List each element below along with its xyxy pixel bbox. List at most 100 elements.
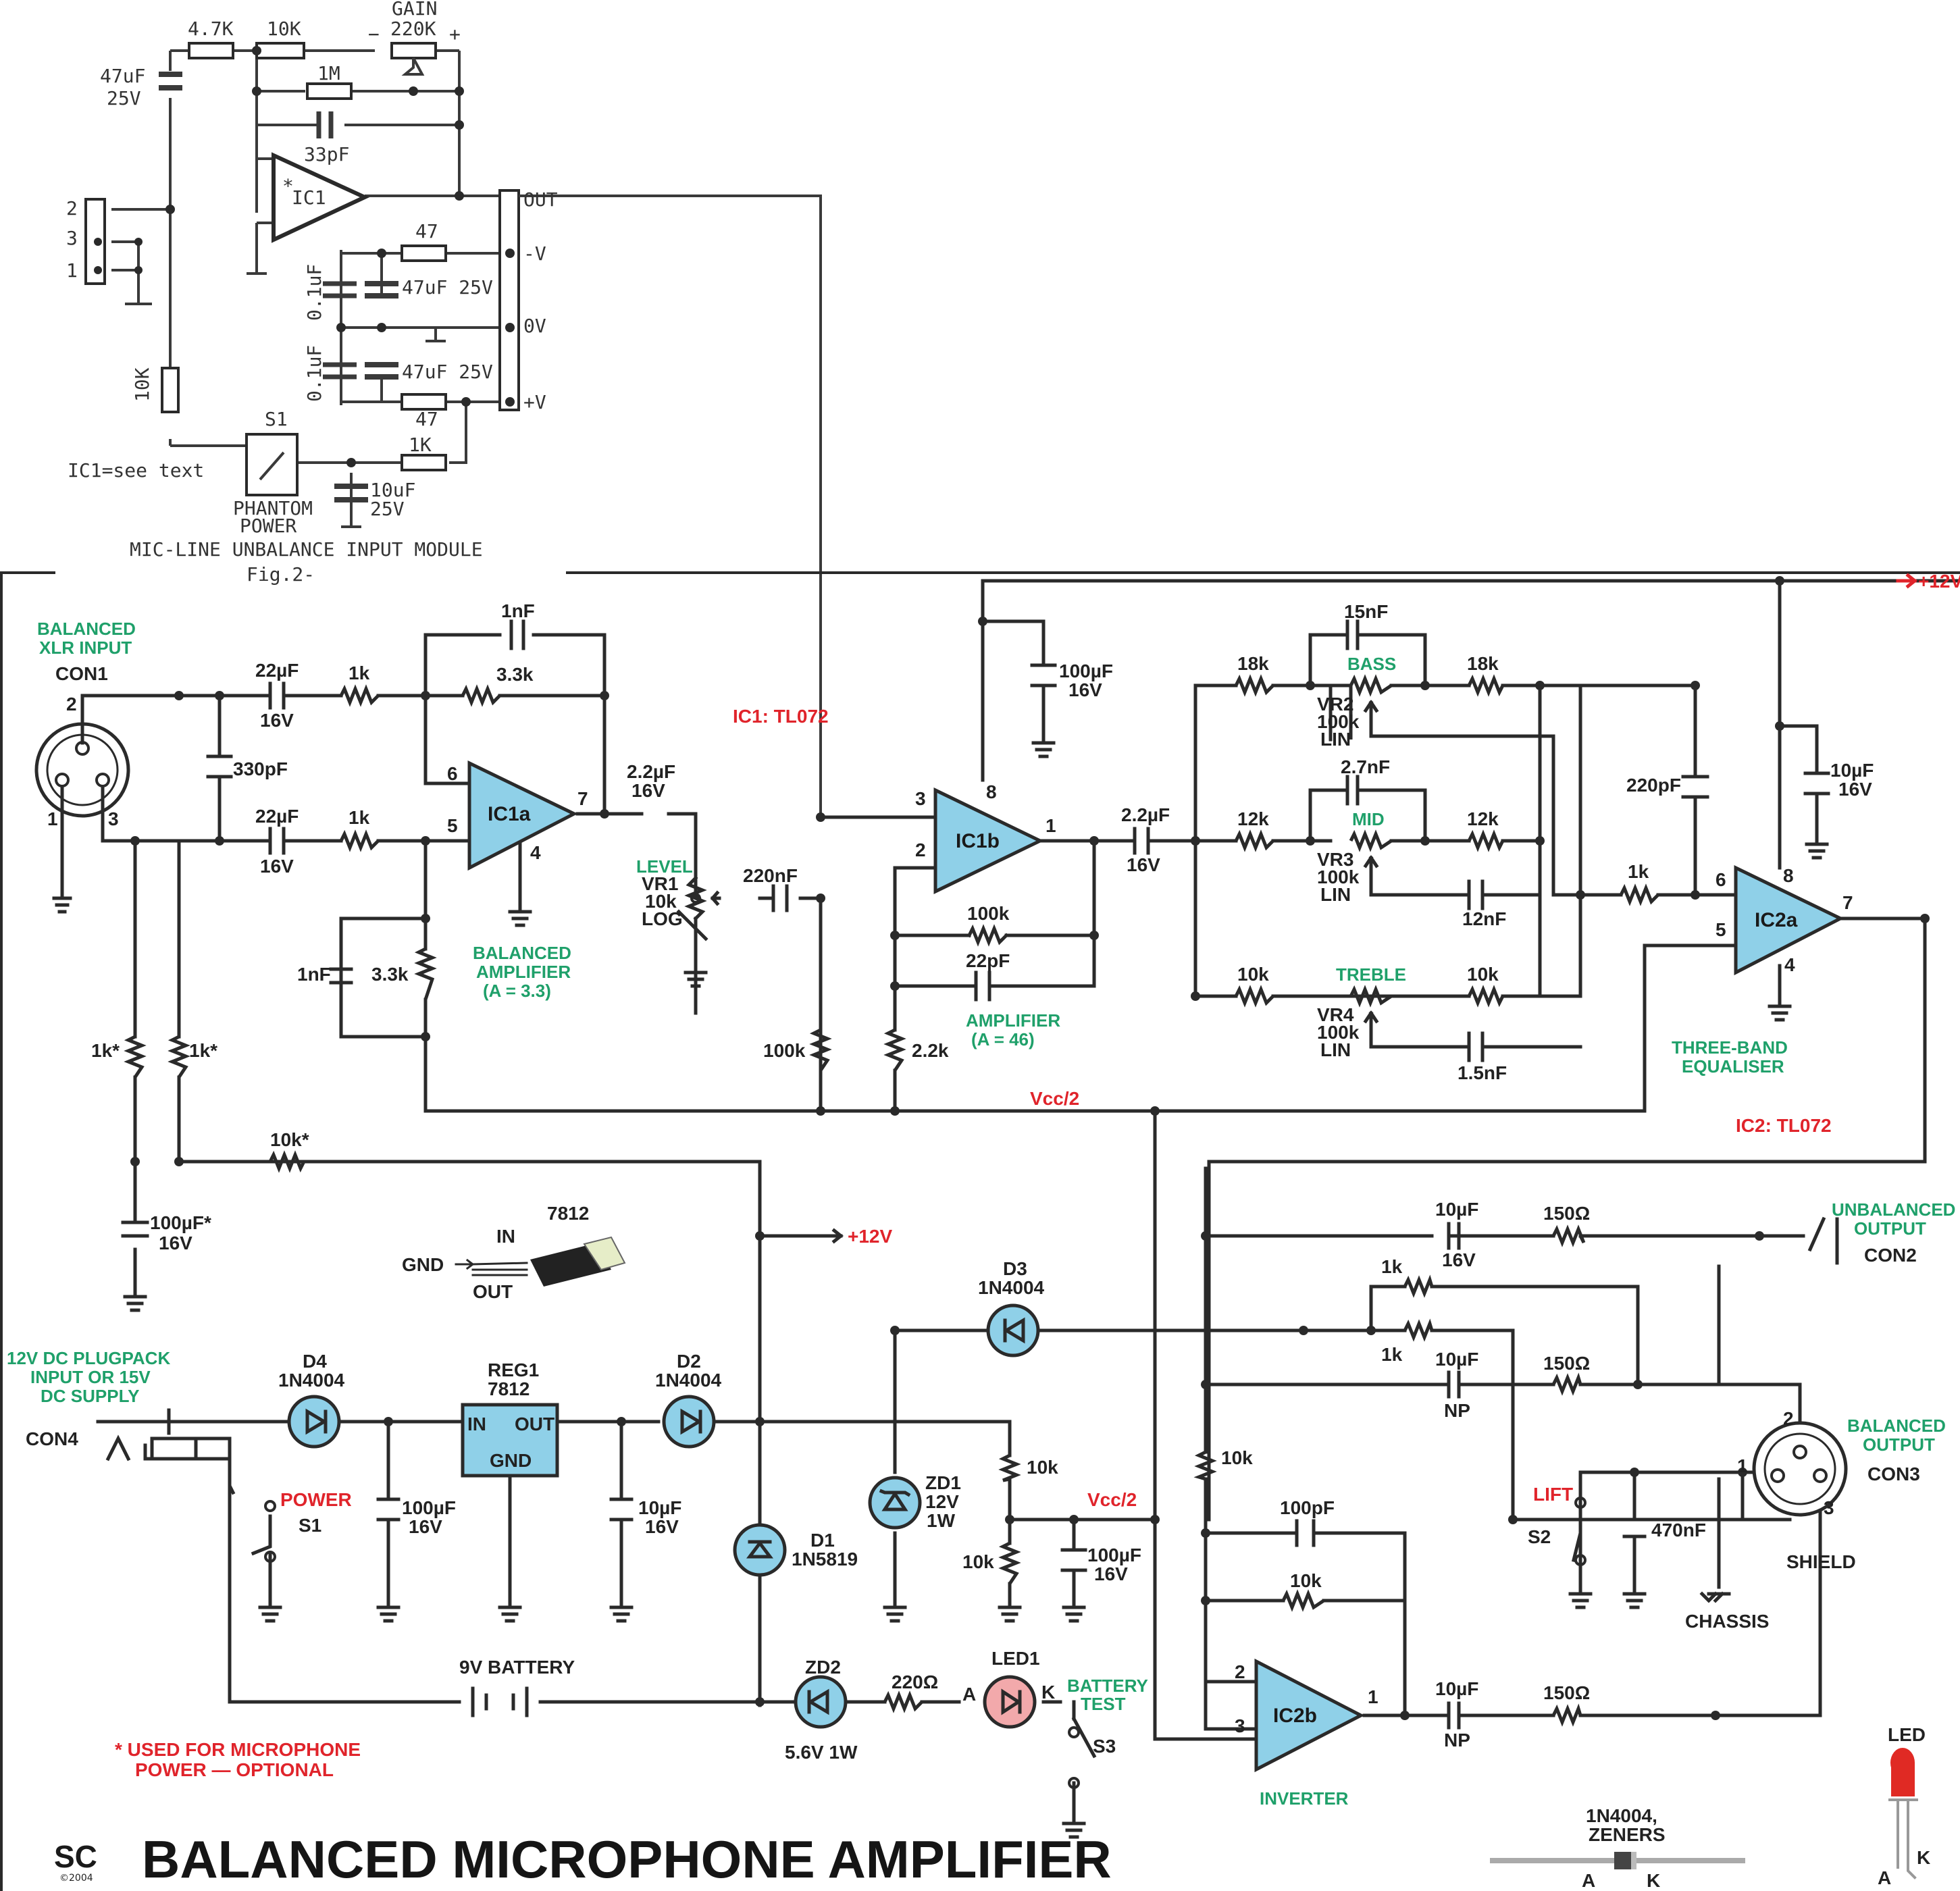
label-d3-type: 1N4004: [978, 1277, 1045, 1298]
label-c27nf: 2.7nF: [1341, 756, 1390, 777]
label-reg1-gnd: GND: [490, 1450, 532, 1471]
label-r1k-o-a: 1k: [1381, 1256, 1403, 1277]
fig2-phantom: PHANTOM: [233, 497, 313, 519]
fig2-r-1m: 1M: [317, 62, 340, 84]
fig2-pin2: 2: [66, 197, 78, 219]
label-np: NP: [1444, 1400, 1470, 1421]
fig2-r-47b: 47: [415, 408, 438, 430]
label-vr1-log: LOG: [642, 908, 683, 929]
fig2-neg-v: -V: [523, 242, 546, 265]
label-d2-type: 1N4004: [655, 1370, 722, 1391]
label-r10k-t-a: 10k: [1237, 964, 1269, 985]
label-r2k2: 2.2k: [912, 1040, 949, 1061]
fig2-c-10uf-v: 25V: [370, 498, 405, 520]
fig2-c-01uf-b: 0.1uF: [303, 345, 326, 402]
label-c220pf: 220pF: [1626, 775, 1681, 796]
fig2-pos-v: +V: [523, 391, 546, 413]
label-ic1a-p6: 6: [447, 763, 458, 784]
label-treble: TREBLE: [1336, 964, 1406, 985]
fig2-c-47uf-b: 47uF 25V: [402, 361, 493, 383]
label-c22pf: 22pF: [966, 950, 1010, 971]
label-ic1b-p3: 3: [915, 788, 926, 809]
label-c10uf-eq: 10µF: [1830, 760, 1874, 781]
label-bal-out-2: OUTPUT: [1863, 1434, 1935, 1455]
label-r100k: 100k: [763, 1040, 806, 1061]
label-vr3: VR3: [1317, 849, 1353, 870]
power-supply-section: [96, 1228, 1306, 1839]
label-d4-type: 1N4004: [278, 1370, 345, 1391]
label-d3: D3: [1003, 1258, 1027, 1279]
label-reg-out: OUT: [473, 1281, 513, 1302]
label-vr3-lin: LIN: [1320, 884, 1351, 905]
label-used-2: POWER — OPTIONAL: [135, 1759, 334, 1780]
label-xlr-input-2: XLR INPUT: [39, 638, 132, 658]
label-r18k-a: 18k: [1237, 653, 1269, 674]
d2-diode: [662, 1395, 716, 1449]
label-zd1-w: 1W: [927, 1510, 956, 1531]
d4-diode: [287, 1395, 341, 1449]
label-r12k-b: 12k: [1467, 808, 1499, 829]
label-ic1b: IC1b: [956, 830, 1000, 852]
label-zd1: ZD1: [925, 1472, 961, 1493]
label-c100uf-v2-v: 16V: [1094, 1563, 1128, 1584]
label-led-legend-k: K: [1917, 1847, 1930, 1868]
label-ic2b-p1: 1: [1368, 1686, 1378, 1707]
fig2-c-01uf-a: 0.1uF: [303, 264, 326, 321]
label-ic2a-p4: 4: [1784, 954, 1795, 975]
fig2-c-in-value: 47uF: [100, 65, 145, 87]
label-c100uf-star: 100µF*: [150, 1212, 211, 1233]
fig2-power: POWER: [240, 515, 296, 537]
label-con4: CON4: [26, 1428, 78, 1449]
label-reg1-type: 7812: [488, 1378, 530, 1399]
label-c10uf-np: 10µF: [1435, 1349, 1478, 1370]
label-reg1: REG1: [488, 1359, 539, 1380]
label-ic2a-p5: 5: [1716, 919, 1726, 940]
ic2a-opamp-symbol: [1734, 865, 1845, 976]
label-bal-amp-1: BALANCED: [473, 943, 571, 963]
fig2-minus: −: [368, 23, 380, 45]
label-diode-legend-a: A: [1582, 1870, 1595, 1891]
output-section: [384, 1109, 1918, 1880]
label-c1nf-b: 1nF: [297, 964, 331, 985]
label-r10k-inv-fb: 10k: [1290, 1570, 1322, 1591]
label-r1k-star-b: 1k*: [189, 1040, 217, 1061]
label-diode-legend-k: K: [1647, 1870, 1660, 1891]
label-xo-p2: 2: [1783, 1408, 1794, 1429]
label-dc-1: 12V DC PLUGPACK: [7, 1348, 170, 1368]
label-ic2-type: IC2: TL072: [1736, 1115, 1832, 1136]
label-c10uf-o: 10µF: [1435, 1199, 1478, 1220]
label-s2: S2: [1528, 1526, 1551, 1547]
label-zd2: ZD2: [805, 1657, 841, 1678]
label-c100uf-top-v: 16V: [1068, 679, 1102, 700]
fig2-ic1-label: IC1: [292, 186, 326, 209]
fig2-out: OUT: [523, 188, 558, 211]
label-r150-b: 150Ω: [1543, 1353, 1590, 1374]
label-c470nf: 470nF: [1651, 1520, 1706, 1540]
label-c330: 330pF: [233, 758, 288, 779]
label-eq-2: EQUALISER: [1682, 1056, 1784, 1077]
label-zd1-v: 12V: [925, 1491, 959, 1512]
fig2-c-47uf-a: 47uF 25V: [402, 276, 493, 299]
fig2-ic1-star: *: [282, 175, 294, 197]
sc-logo: SC: [54, 1839, 97, 1874]
label-c100uf-p: 100µF: [402, 1497, 456, 1518]
label-bal-amp-3: (A = 3.3): [483, 981, 551, 1001]
label-d1: D1: [810, 1530, 835, 1551]
label-c22b: 22µF: [255, 806, 299, 827]
fig2-zero-v: 0V: [523, 315, 546, 337]
led1-indicator: [983, 1675, 1037, 1729]
label-r18k-b: 18k: [1467, 653, 1499, 674]
label-r1kb: 1k: [349, 807, 370, 828]
level-pot[interactable]: [684, 875, 707, 921]
label-inverter: INVERTER: [1260, 1788, 1349, 1809]
label-bal-amp-2: AMPLIFIER: [476, 962, 571, 982]
label-r10k-d2: 10k: [962, 1551, 994, 1572]
label-xlr-pin3: 3: [108, 808, 119, 829]
label-r1k-eq: 1k: [1628, 861, 1649, 882]
label-c10uf-eq-v: 16V: [1838, 779, 1872, 800]
xlr-output-connector[interactable]: [1752, 1421, 1848, 1517]
page-title: BALANCED MICROPHONE AMPLIFIER: [142, 1830, 1112, 1889]
ic1a-opamp-symbol: [467, 760, 578, 871]
label-con3: CON3: [1867, 1463, 1920, 1484]
label-ic1a-p4: 4: [530, 842, 541, 863]
